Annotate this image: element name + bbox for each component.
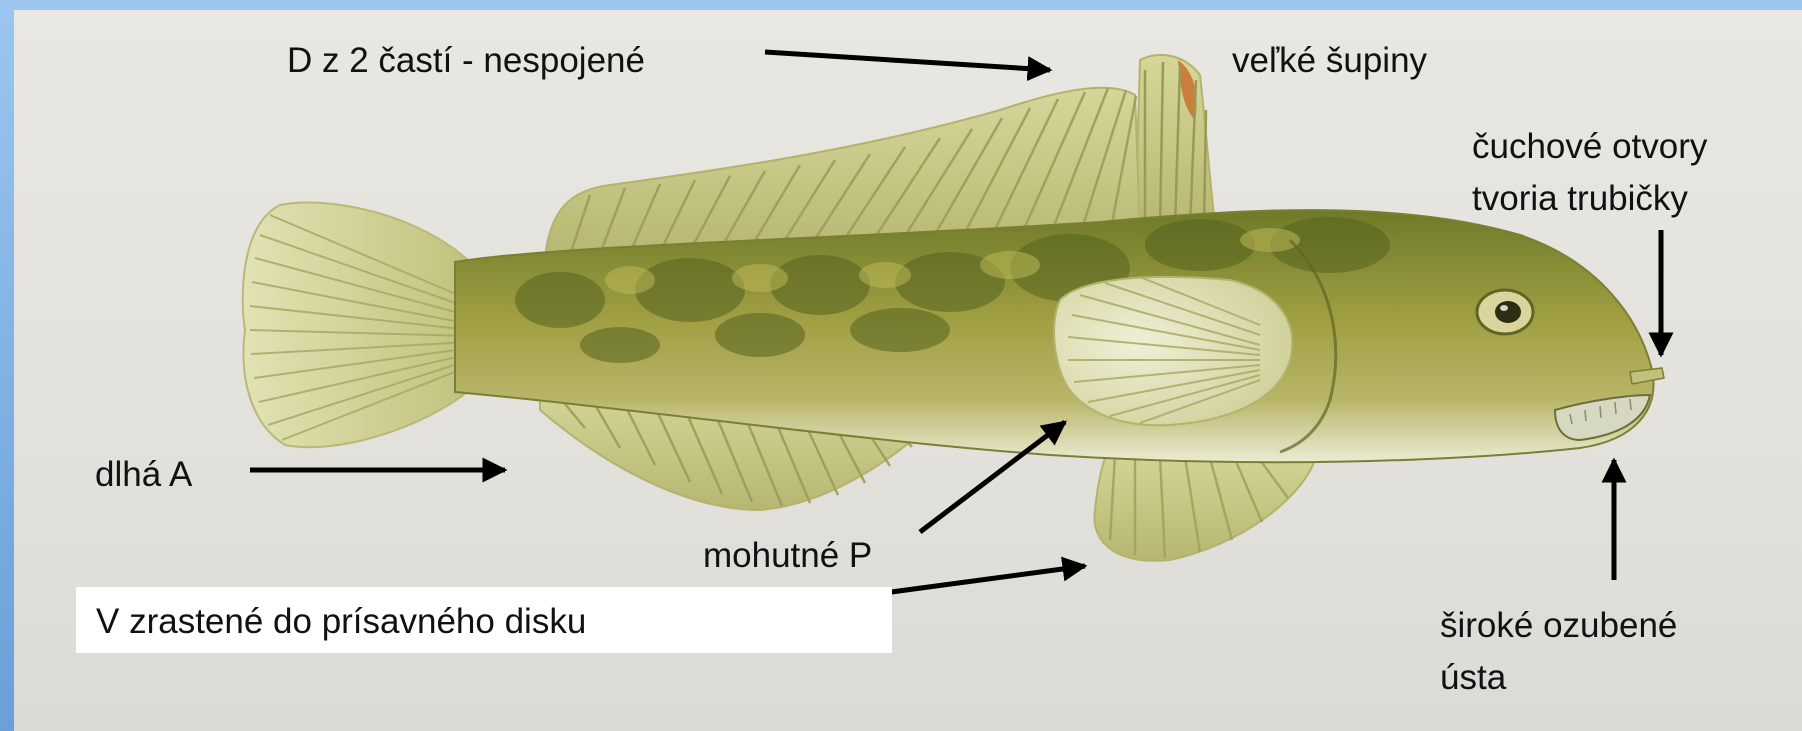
label-pectoral-fin: mohutné P <box>703 535 872 577</box>
label-large-scales: veľké šupiny <box>1232 40 1427 82</box>
caudal-fin <box>243 202 470 447</box>
label-nostril-tubes: čuchové otvory tvoria trubičky <box>1472 121 1707 225</box>
label-nostril-tubes-line1: čuchové otvory <box>1472 121 1707 173</box>
label-anal-fin: dlhá A <box>95 454 192 496</box>
label-mouth-line2: ústa <box>1440 652 1677 704</box>
label-dorsal-fin: D z 2 častí - nespojené <box>287 40 645 82</box>
dorsal-fin-first <box>1135 55 1215 232</box>
label-pelvic-fin: V zrastené do prísavného disku <box>96 601 586 643</box>
arrow-dorsal-fin <box>765 52 1050 70</box>
label-nostril-tubes-line2: tvoria trubičky <box>1472 173 1707 225</box>
label-mouth: široké ozubené ústa <box>1440 600 1677 704</box>
label-mouth-line1: široké ozubené <box>1440 600 1677 652</box>
